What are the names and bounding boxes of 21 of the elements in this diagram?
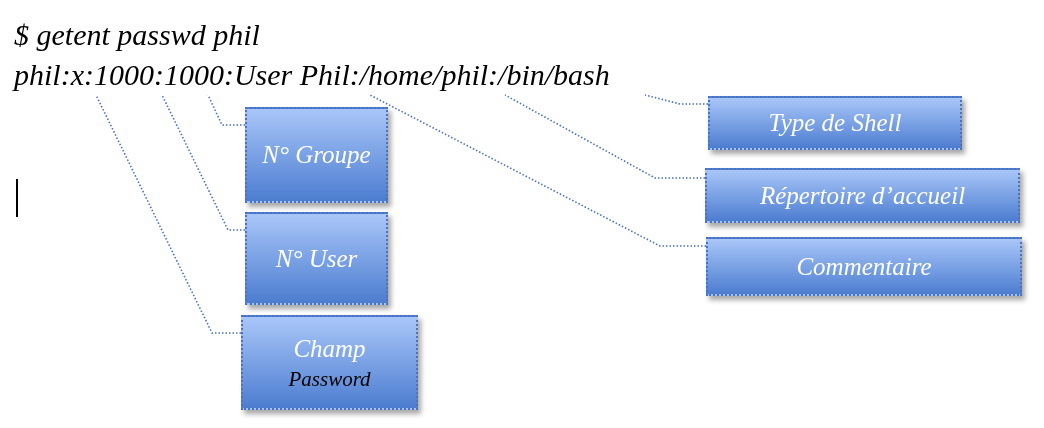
leader-line — [369, 94, 707, 247]
field-name: Commentaire — [796, 251, 932, 282]
field-name: N° User — [275, 243, 358, 274]
field-name: Type de Shell — [768, 108, 902, 138]
field-label-box — [705, 168, 1020, 223]
leader-line — [95, 94, 242, 334]
field-label-box — [245, 212, 388, 305]
field-subname: Password — [288, 365, 371, 393]
leader-line — [644, 94, 709, 105]
field-label-box — [245, 107, 388, 203]
command-output: phil:x:1000:1000:User Phil:/home/phil:/bin/bash — [14, 55, 610, 95]
field-name: Répertoire d’accueil — [759, 180, 966, 211]
field-name: Champ — [293, 333, 366, 364]
field-label-box — [708, 96, 962, 150]
leader-line — [504, 94, 706, 179]
leader-line — [207, 94, 246, 126]
field-label-box — [706, 237, 1022, 296]
field-label-box — [241, 315, 418, 410]
command-text: $ getent passwd phil — [14, 17, 260, 53]
field-name: N° Groupe — [262, 140, 371, 170]
leader-line — [161, 94, 246, 231]
